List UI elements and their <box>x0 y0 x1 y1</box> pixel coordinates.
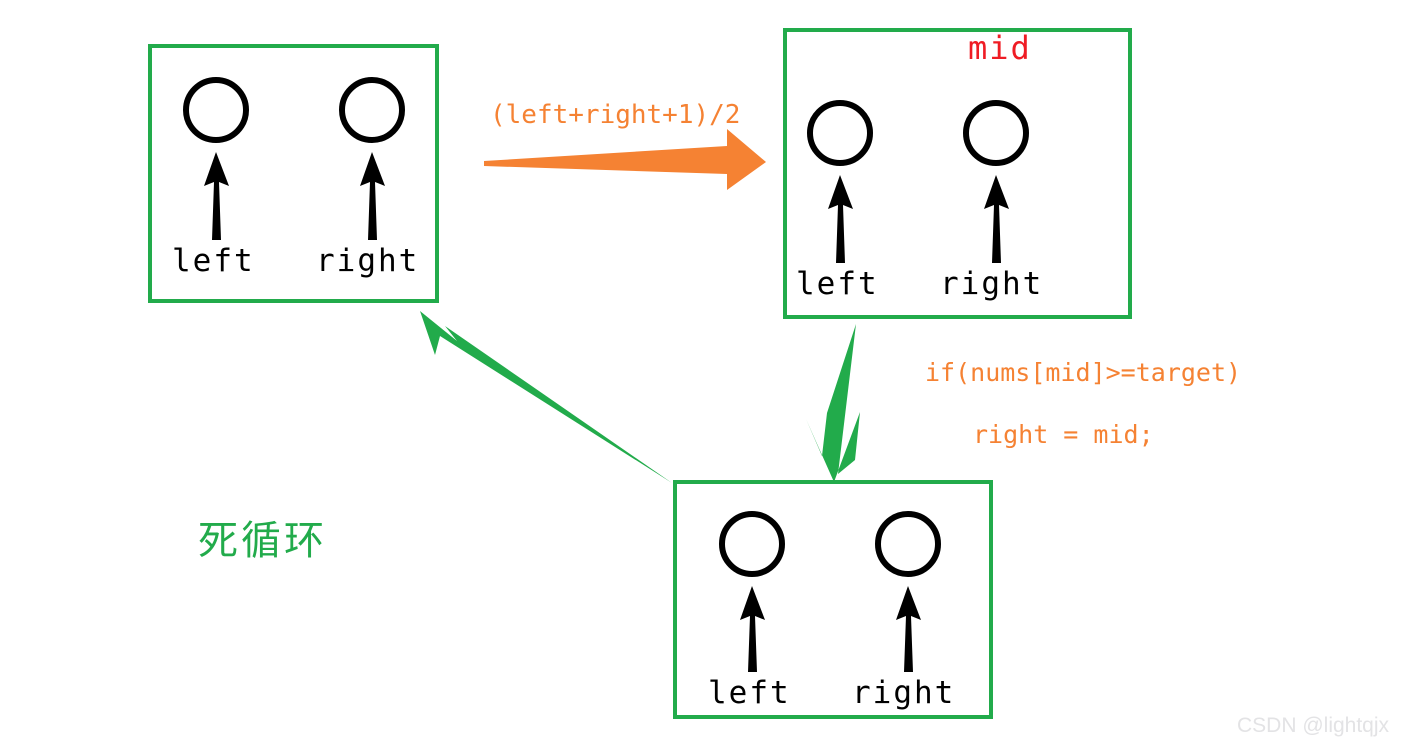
infinite-loop-note: 死循环 <box>198 518 327 564</box>
transition-arrow-update-right <box>806 324 860 482</box>
transition-arrow-loop-back <box>420 311 672 483</box>
box-mid-left-pointer-arrow <box>828 175 853 263</box>
box-after-update-left-pointer-arrow <box>740 586 765 672</box>
mid-formula-label: (left+right+1)/2 <box>490 100 741 130</box>
box-initial-left-pointer-arrow <box>204 152 229 240</box>
box-after-update <box>673 480 993 719</box>
box-after-update-right-pointer-arrow <box>896 586 921 672</box>
box-initial-right-label: right <box>316 243 420 279</box>
box-after-update-left-label: left <box>708 675 791 711</box>
box-initial <box>148 44 439 303</box>
box-mid-mid-label: mid <box>968 29 1032 67</box>
box-after-update-right-label: right <box>852 675 956 711</box>
box-initial-left-circle <box>183 77 249 143</box>
box-initial-right-pointer-arrow <box>360 152 385 240</box>
box-after-update-right-circle <box>875 511 941 577</box>
box-after-update-left-circle <box>719 511 785 577</box>
box-mid-right-label: right <box>940 266 1044 302</box>
box-mid <box>783 28 1132 319</box>
box-initial-left-label: left <box>172 243 255 279</box>
box-mid-right-circle <box>963 100 1029 166</box>
box-mid-left-label: left <box>796 266 879 302</box>
condition-code-label: if(nums[mid]>=target) <box>925 358 1242 387</box>
box-mid-left-circle <box>807 100 873 166</box>
box-mid-right-pointer-arrow <box>984 175 1009 263</box>
csdn-watermark: CSDN @lightqjx <box>1237 714 1390 737</box>
transition-arrow-compute-mid <box>484 129 766 190</box>
box-initial-right-circle <box>339 77 405 143</box>
assignment-code-label: right = mid; <box>973 420 1154 449</box>
